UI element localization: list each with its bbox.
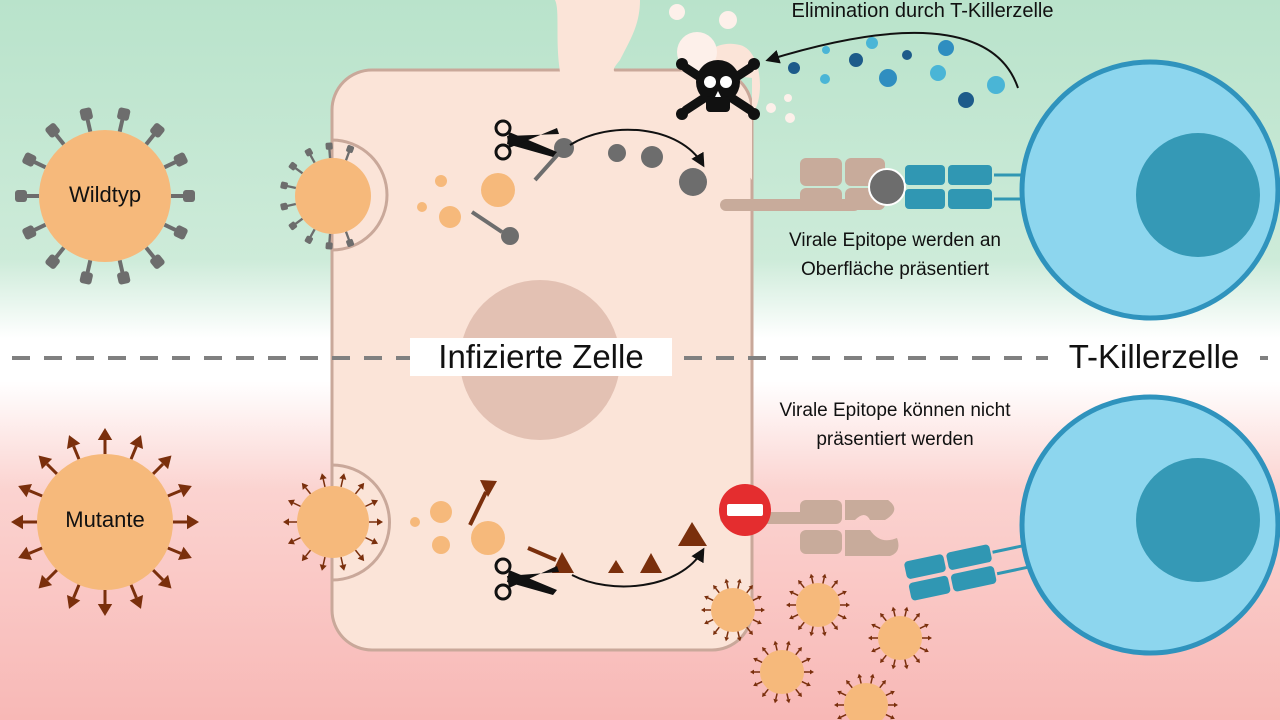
- processing-arrow-bottom: [571, 547, 705, 588]
- elimination-label: Elimination durch T-Killerzelle: [791, 0, 1054, 22]
- mhc-complex-top: [720, 158, 906, 211]
- scissors-icon: [494, 557, 559, 601]
- infected-cell-label: Infizierte Zelle: [410, 338, 672, 376]
- epitope-fragments-top: [608, 144, 707, 196]
- cell-debris: [669, 4, 795, 123]
- no-entry-icon: [719, 484, 771, 536]
- t-killer-cell-label: T-Killerzelle: [1048, 338, 1260, 376]
- entry-pocket-bottom: [331, 463, 391, 582]
- scissors-icon: [494, 119, 559, 161]
- wildtype-virus: [15, 107, 195, 285]
- cytotoxic-granules: [788, 37, 1005, 108]
- t-cell-receptor-bottom: [904, 537, 1062, 601]
- t-killer-cell-top: [1019, 59, 1280, 321]
- released-mutant-viruses: [701, 573, 932, 720]
- t-killer-cell-bottom: [1019, 394, 1280, 656]
- skull-crossbones-icon: [676, 58, 760, 120]
- mutant-virus: [11, 428, 199, 616]
- wildtype-label: Wildtyp: [68, 182, 142, 207]
- epitopes-presented-label: Virale Epitope werden an Oberfläche präs…: [789, 230, 1001, 280]
- elimination-arrow: [765, 31, 1019, 89]
- viral-fragments-top: [417, 138, 574, 245]
- viral-fragments-bottom: [410, 480, 557, 562]
- processing-arrow-top: [569, 128, 705, 168]
- mutant-label: Mutante: [65, 507, 145, 532]
- entry-pocket-top: [331, 138, 389, 252]
- wildtype-virus-entering: [280, 142, 371, 250]
- mutant-virus-entering: [283, 473, 383, 571]
- epitopes-not-presented-label: Virale Epitope können nicht präsentiert …: [779, 400, 1011, 450]
